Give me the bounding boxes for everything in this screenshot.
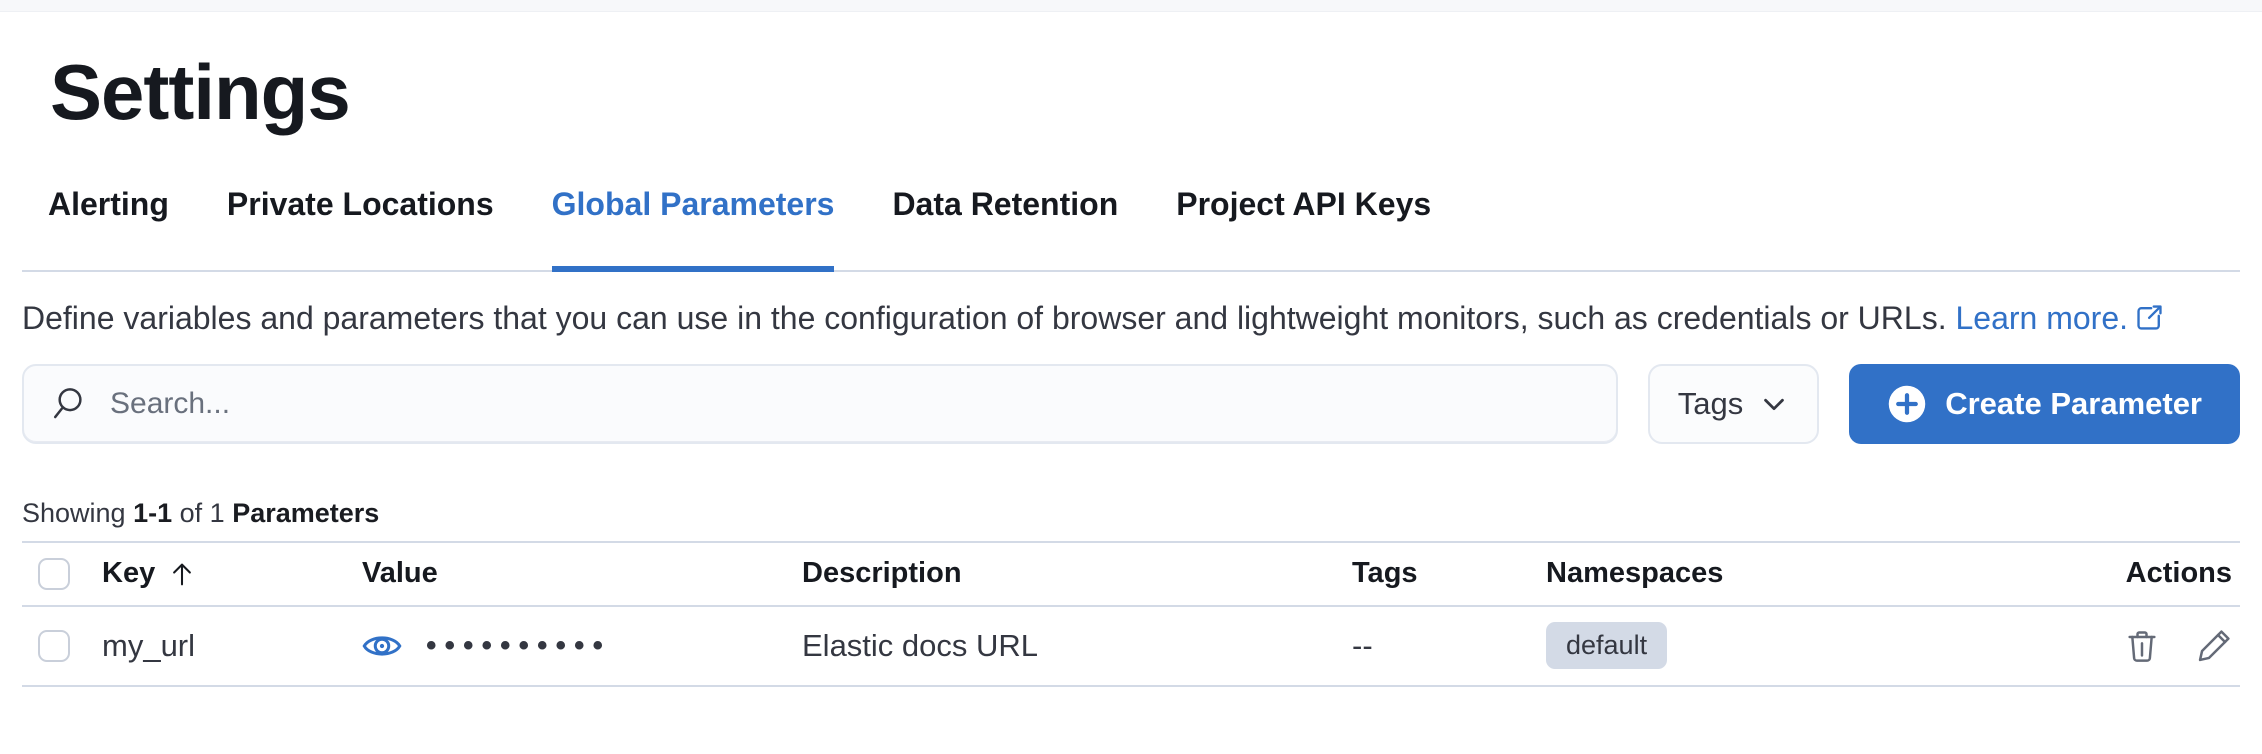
- chevron-down-icon: [1764, 398, 1785, 410]
- learn-more-link[interactable]: Learn more.: [1955, 300, 2163, 336]
- table-header-row: Key Value Description Tags Namespaces Ac…: [22, 543, 2240, 607]
- summary-range: 1-1: [133, 497, 173, 528]
- row-tags-cell: --: [1336, 628, 1530, 664]
- column-header-description[interactable]: Description: [786, 557, 1336, 590]
- column-header-key-label: Key: [102, 557, 156, 590]
- column-header-actions: Actions: [2100, 557, 2240, 590]
- namespace-badge: default: [1546, 622, 1668, 670]
- summary-showing: Showing: [22, 497, 126, 528]
- row-key-value: my_url: [102, 627, 196, 663]
- page-title: Settings: [50, 48, 351, 136]
- row-checkbox[interactable]: [38, 629, 70, 662]
- tab-private-locations[interactable]: Private Locations: [226, 185, 494, 222]
- search-input[interactable]: [110, 386, 1590, 421]
- reveal-value-button[interactable]: [362, 626, 402, 666]
- learn-more-label: Learn more.: [1955, 299, 2128, 336]
- column-header-actions-label: Actions: [2125, 557, 2232, 590]
- parameters-table: Key Value Description Tags Namespaces Ac…: [22, 540, 2240, 687]
- trash-icon: [2128, 630, 2156, 662]
- row-description-cell: Elastic docs URL: [786, 628, 1336, 664]
- table-row: my_url •••••••••• Elastic docs URL -- de…: [22, 607, 2240, 687]
- column-header-key[interactable]: Key: [102, 557, 197, 590]
- delete-parameter-button[interactable]: [2124, 628, 2160, 664]
- column-header-description-label: Description: [802, 557, 962, 590]
- tab-alerting[interactable]: Alerting: [48, 185, 169, 222]
- results-summary: Showing 1-1 of 1 Parameters: [22, 498, 2240, 529]
- tags-filter-button[interactable]: Tags: [1647, 363, 1820, 444]
- tab-global-parameters[interactable]: Global Parameters: [551, 184, 835, 272]
- column-header-value[interactable]: Value: [346, 557, 786, 590]
- eye-icon: [362, 636, 402, 656]
- row-description-value: Elastic docs URL: [802, 627, 1039, 663]
- plus-in-circle-icon: [1888, 385, 1926, 422]
- parameters-description: Define variables and parameters that you…: [22, 294, 2240, 342]
- create-parameter-label: Create Parameter: [1945, 385, 2202, 421]
- column-header-tags[interactable]: Tags: [1336, 557, 1530, 590]
- column-header-tags-label: Tags: [1352, 557, 1418, 590]
- create-parameter-button[interactable]: Create Parameter: [1849, 363, 2240, 444]
- summary-of: of 1: [179, 497, 225, 528]
- settings-page: Settings Alerting Private Locations Glob…: [0, 46, 2262, 687]
- select-all-checkbox[interactable]: [38, 557, 70, 590]
- row-key-cell: my_url: [86, 628, 346, 664]
- pencil-icon: [2198, 629, 2230, 661]
- row-namespaces-cell: default: [1530, 622, 2100, 670]
- column-header-value-label: Value: [362, 557, 438, 590]
- sort-ascending-icon: [173, 563, 192, 585]
- tab-project-api-keys[interactable]: Project API Keys: [1176, 185, 1432, 222]
- search-icon: [53, 387, 82, 418]
- row-tags-value: --: [1352, 627, 1373, 663]
- summary-entity: Parameters: [232, 497, 380, 528]
- column-header-namespaces-label: Namespaces: [1546, 557, 1724, 590]
- row-actions-cell: [2100, 628, 2240, 664]
- masked-value: ••••••••••: [426, 628, 612, 662]
- row-value-cell: ••••••••••: [346, 626, 786, 666]
- tab-data-retention[interactable]: Data Retention: [892, 185, 1119, 222]
- description-text: Define variables and parameters that you…: [22, 299, 1947, 336]
- column-header-namespaces[interactable]: Namespaces: [1530, 557, 2100, 590]
- parameters-toolbar: Tags Create Parameter: [22, 363, 2240, 444]
- external-link-icon: [2137, 304, 2162, 330]
- settings-tabs: Alerting Private Locations Global Parame…: [22, 184, 2240, 272]
- edit-parameter-button[interactable]: [2196, 628, 2232, 664]
- search-box[interactable]: [22, 363, 1618, 444]
- window-top-strip: [0, 0, 2262, 12]
- tags-filter-label: Tags: [1677, 385, 1744, 421]
